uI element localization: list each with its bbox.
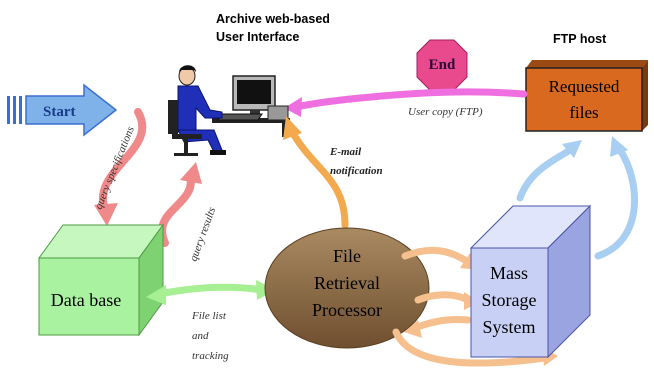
mss-label-line1: Mass <box>490 263 528 283</box>
mass-storage-box: Mass Storage System <box>469 204 592 359</box>
query-results-arrow: query results <box>158 162 219 263</box>
mss-to-requested-arrows <box>516 136 638 260</box>
frp-label-line2: Retrieval <box>314 273 380 293</box>
frp-mss-arrows <box>392 246 558 367</box>
start-arrow: Start <box>7 83 118 137</box>
query-results-label: query results <box>188 206 219 263</box>
file-list-label-line2: and <box>192 330 209 342</box>
end-label: End <box>429 57 456 73</box>
end-octagon: End <box>416 39 468 91</box>
start-label: Start <box>43 104 76 120</box>
requested-files-line1: Requested <box>549 77 620 96</box>
query-specifications-arrow: query specifications <box>93 108 147 226</box>
user-copy-label: User copy (FTP) <box>408 106 483 118</box>
database-label: Data base <box>51 290 121 310</box>
database-box: Data base <box>38 223 164 337</box>
email-label-line2: notification <box>330 165 383 177</box>
file-list-label-line3: tracking <box>192 350 229 362</box>
user-copy-arrow: User copy (FTP) <box>284 88 528 118</box>
query-specifications-label: query specifications <box>93 125 137 211</box>
header-title-line2: User Interface <box>216 30 299 44</box>
frp-label-line1: File <box>333 246 361 266</box>
mss-label-line2: Storage <box>482 290 537 310</box>
header-title-line1: Archive web-based <box>216 12 330 26</box>
ftp-host-label: FTP host <box>553 32 607 46</box>
requested-files-line2: files <box>569 103 598 122</box>
email-notification-arrow: E-mail notification <box>283 116 383 229</box>
file-list-label-line1: File list <box>191 310 227 322</box>
frp-label-line3: Processor <box>312 300 382 320</box>
file-retrieval-processor: File Retrieval Processor <box>264 227 430 349</box>
user-computer-icon <box>168 65 290 156</box>
requested-files-box: Requested files <box>525 60 648 132</box>
email-label-line1: E-mail <box>329 146 362 158</box>
mss-label-line3: System <box>482 317 535 337</box>
file-list-tracking-arrow: File list and tracking <box>146 280 276 362</box>
